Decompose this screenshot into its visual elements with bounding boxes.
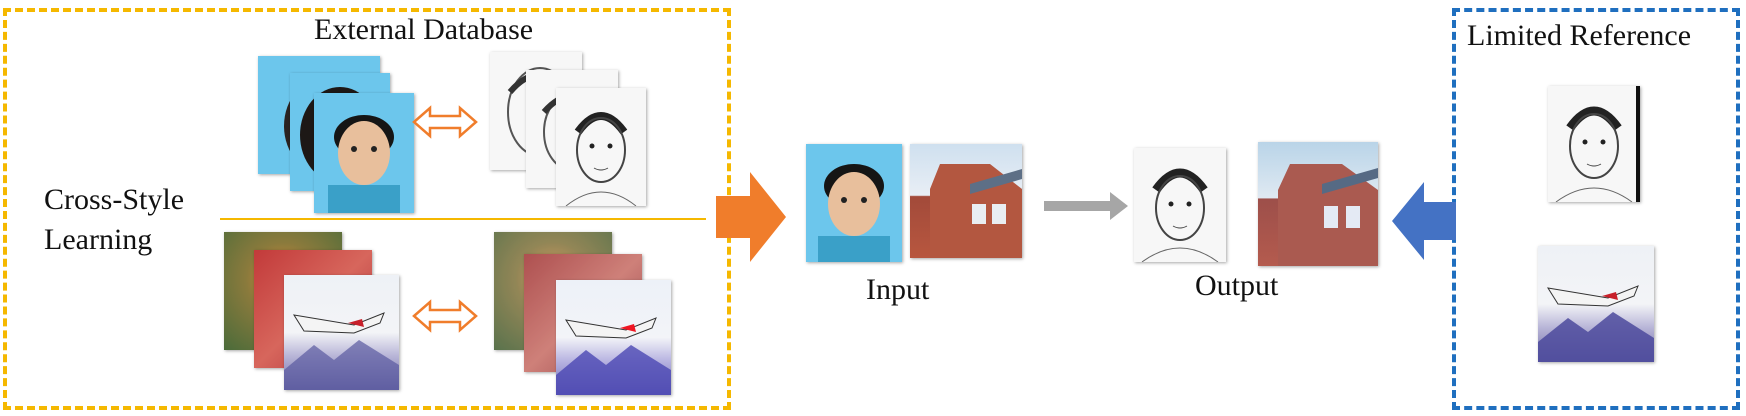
- reference-sketch: [1548, 86, 1640, 202]
- learning-label: Learning: [44, 223, 153, 256]
- input-label: Input: [866, 273, 930, 306]
- input-house-photo: [910, 144, 1022, 258]
- limited-reference-label: Limited Reference: [1467, 19, 1692, 52]
- cross-style-label: Cross-Style: [44, 183, 185, 216]
- external-database-label: External Database: [314, 13, 534, 46]
- input-face-photo: [806, 144, 902, 262]
- output-label: Output: [1195, 269, 1279, 302]
- blue-arrow-icon: [1392, 182, 1456, 260]
- gray-arrow-icon: [1044, 192, 1128, 220]
- double-arrow-bottom-icon: [412, 298, 478, 334]
- orange-arrow-icon: [716, 172, 786, 262]
- jet-image: [284, 275, 399, 390]
- sketch-front: [556, 88, 646, 206]
- database-divider: [220, 218, 706, 220]
- output-sketch: [1134, 148, 1226, 262]
- reference-jet: [1538, 246, 1654, 362]
- face-photo-front: [314, 93, 414, 213]
- jet-stylized-image: [556, 280, 671, 395]
- double-arrow-top-icon: [412, 104, 478, 140]
- output-house-stylized: [1258, 142, 1378, 266]
